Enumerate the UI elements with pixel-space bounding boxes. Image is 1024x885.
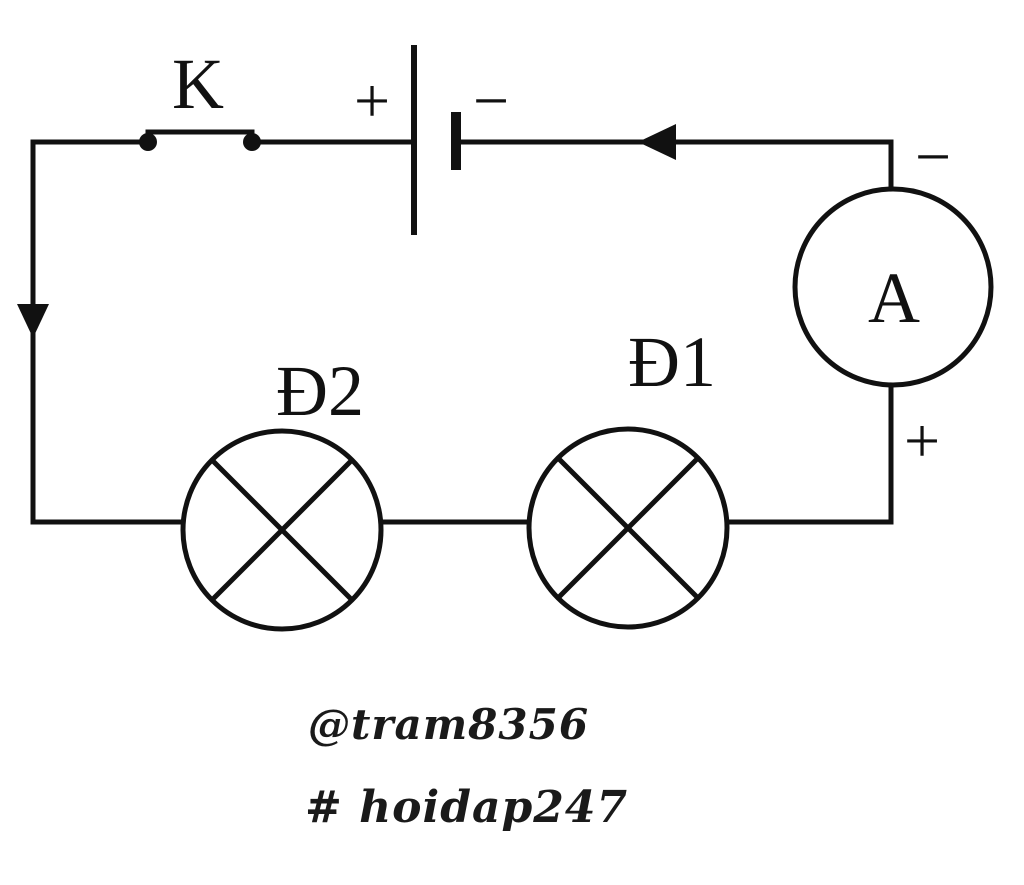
battery	[411, 45, 461, 235]
lamp-d2-cross-b	[210, 458, 354, 602]
lamp-d2-label: Đ2	[276, 351, 364, 431]
ammeter-plus-sign: +	[904, 405, 940, 476]
lamp-d1-label: Đ1	[628, 322, 716, 402]
switch-k	[139, 129, 261, 151]
current-arrow-left-icon	[17, 304, 49, 338]
lamp-d2	[180, 428, 384, 632]
switch-right-terminal	[243, 133, 261, 151]
lamp-d1	[526, 426, 730, 630]
battery-minus-sign: −	[473, 65, 509, 136]
watermark-username: @tram8356	[308, 700, 590, 749]
switch-left-terminal	[139, 133, 157, 151]
lamp-d1-cross-b	[556, 456, 700, 600]
current-arrow-top-icon	[638, 124, 676, 160]
ammeter-circle	[792, 186, 994, 388]
battery-plus-sign: +	[354, 65, 390, 136]
ammeter	[792, 186, 994, 388]
ammeter-label: A	[868, 258, 920, 338]
switch-label: K	[172, 44, 224, 124]
ammeter-minus-sign: −	[915, 121, 951, 192]
watermark-hashtag: # hoidap247	[305, 782, 629, 833]
